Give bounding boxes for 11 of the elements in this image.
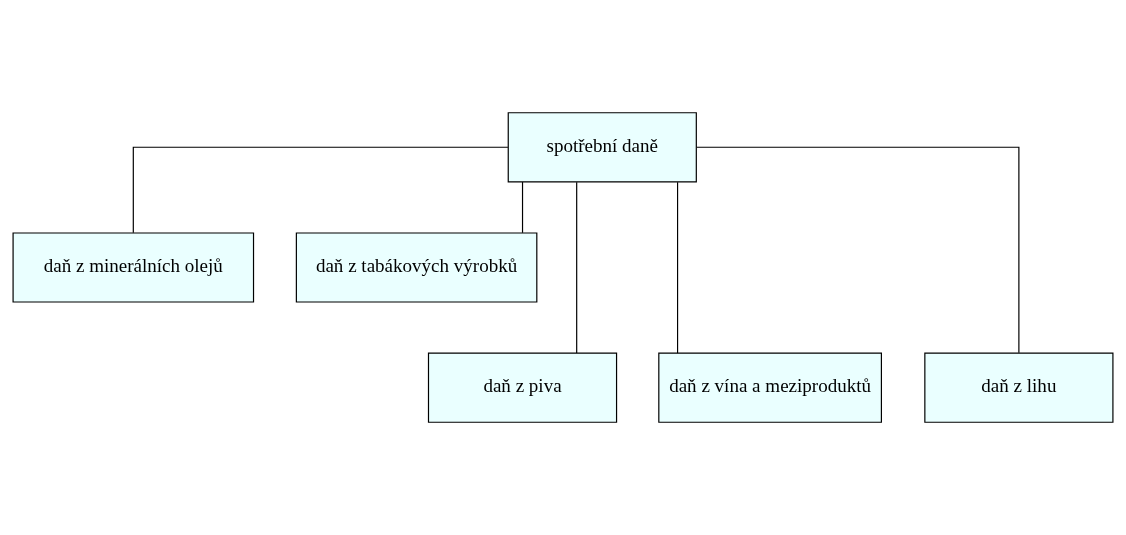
node-box: daň z lihu <box>924 352 1114 423</box>
connector <box>696 146 1020 354</box>
node-box: spotřební daně <box>507 112 697 183</box>
connector <box>676 181 679 354</box>
node-box: daň z piva <box>427 352 618 423</box>
connector <box>576 181 578 354</box>
connector <box>132 146 509 234</box>
node-box: daň z vína a meziproduktů <box>658 352 882 423</box>
node-box: daň z minerálních olejů <box>12 232 255 303</box>
node-box: daň z tabákových výrobků <box>295 232 538 303</box>
connector <box>521 181 524 234</box>
